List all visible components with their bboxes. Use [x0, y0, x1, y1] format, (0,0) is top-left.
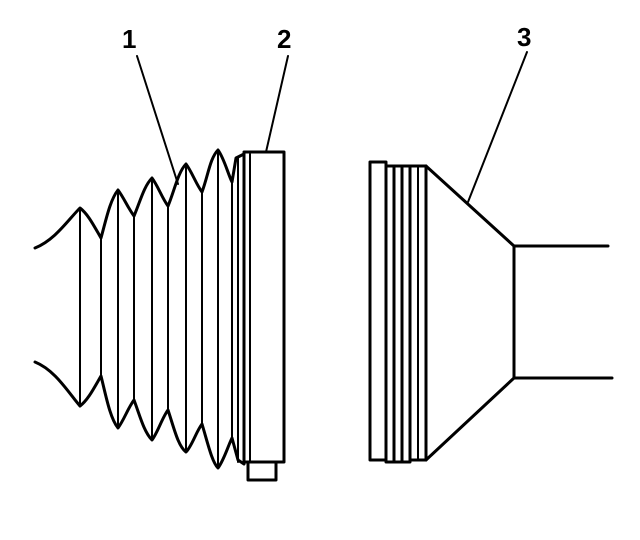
leader-line-2: [265, 55, 289, 153]
joint-housing: [368, 160, 614, 464]
callout-label-1: 1: [122, 24, 137, 54]
callout-label-3: 3: [517, 22, 532, 52]
callout-label-2: 2: [277, 24, 292, 54]
leader-line-3: [467, 51, 528, 203]
boot-bellows: [33, 148, 246, 470]
clamp-ring: [242, 150, 286, 482]
leader-line-1: [136, 55, 179, 185]
